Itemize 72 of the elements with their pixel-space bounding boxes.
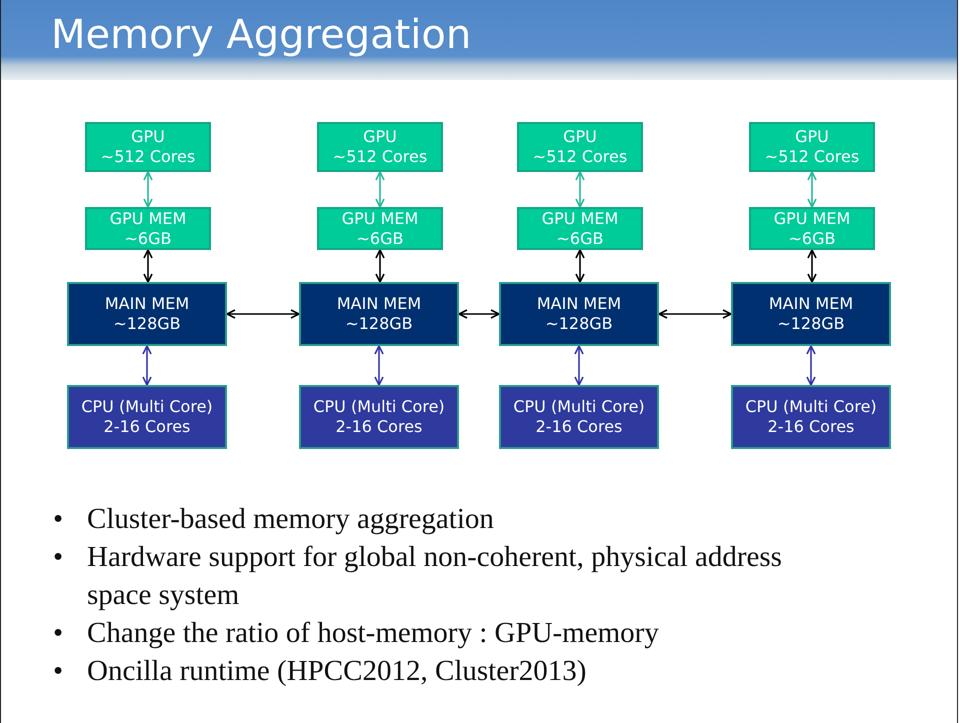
bullet-text: Cluster-based memory aggregation	[87, 502, 495, 537]
gpu-box	[85, 207, 211, 250]
double-arrow	[142, 345, 152, 386]
double-arrow	[806, 345, 816, 386]
box-label: ~6GB	[556, 228, 604, 248]
double-arrow	[143, 171, 153, 208]
box-label: 2-16 Cores	[104, 417, 190, 437]
gpu-box	[317, 207, 443, 250]
box-label: GPU	[563, 127, 597, 147]
cpu-box	[731, 385, 891, 449]
box-label: GPU MEM	[774, 208, 850, 228]
box-label: GPU	[363, 127, 397, 147]
box-label: 2-16 Cores	[536, 417, 622, 437]
box-label: ~512 Cores	[764, 147, 860, 167]
slide-title: Memory Aggregation	[51, 11, 472, 60]
box-label: ~128GB	[777, 314, 845, 334]
memory-box	[299, 282, 459, 346]
double-arrow	[575, 171, 585, 208]
cpu-box	[299, 385, 459, 449]
double-arrow	[143, 249, 153, 283]
bullet-text: Oncilla runtime (HPCC2012, Cluster2013)	[87, 654, 588, 689]
double-arrow	[658, 309, 732, 319]
gpu-box	[317, 122, 443, 172]
box-label: CPU (Multi Core)	[513, 397, 645, 417]
box-label: GPU	[795, 127, 829, 147]
box-label: MAIN MEM	[104, 294, 190, 314]
cpu-box	[67, 385, 227, 449]
box-label: ~6GB	[124, 228, 172, 248]
gpu-box	[749, 122, 875, 172]
bullet-marker: •	[53, 502, 64, 537]
double-arrow	[807, 249, 817, 283]
box-label: ~6GB	[788, 228, 836, 248]
box-label: GPU MEM	[542, 208, 618, 228]
gpu-box	[749, 207, 875, 250]
box-label: ~6GB	[356, 228, 404, 248]
double-arrow	[375, 171, 385, 208]
box-label: ~512 Cores	[332, 147, 428, 167]
box-label: GPU MEM	[110, 208, 186, 228]
box-label: 2-16 Cores	[336, 417, 422, 437]
bullet-marker: •	[53, 654, 64, 689]
box-label: ~512 Cores	[100, 147, 196, 167]
cpu-box	[499, 385, 659, 449]
box-label: GPU	[131, 127, 165, 147]
double-arrow	[575, 249, 585, 283]
box-label: CPU (Multi Core)	[81, 397, 213, 417]
memory-box	[67, 282, 227, 346]
box-label: ~128GB	[113, 314, 181, 334]
double-arrow	[807, 171, 817, 208]
bullet-marker: •	[53, 540, 64, 575]
double-arrow	[226, 309, 300, 319]
box-label: 2-16 Cores	[768, 417, 854, 437]
bullet-marker: •	[53, 616, 64, 651]
double-arrow	[374, 345, 384, 386]
bullet-text: Change the ratio of host-memory : GPU-memory	[87, 616, 660, 651]
box-label: ~128GB	[545, 314, 613, 334]
double-arrow	[375, 249, 385, 283]
gpu-box	[517, 122, 643, 172]
box-label: MAIN MEM	[336, 294, 422, 314]
double-arrow	[458, 309, 500, 319]
memory-box	[499, 282, 659, 346]
box-label: ~128GB	[345, 314, 413, 334]
box-label: MAIN MEM	[768, 294, 854, 314]
gpu-box	[85, 122, 211, 172]
box-label: ~512 Cores	[532, 147, 628, 167]
box-label: MAIN MEM	[536, 294, 622, 314]
memory-box	[731, 282, 891, 346]
box-label: GPU MEM	[342, 208, 418, 228]
double-arrow	[574, 345, 584, 386]
box-label: CPU (Multi Core)	[313, 397, 445, 417]
gpu-box	[517, 207, 643, 250]
bullet-text: Hardware support for global non-coherent, physical address space system	[87, 540, 783, 613]
box-label: CPU (Multi Core)	[745, 397, 877, 417]
